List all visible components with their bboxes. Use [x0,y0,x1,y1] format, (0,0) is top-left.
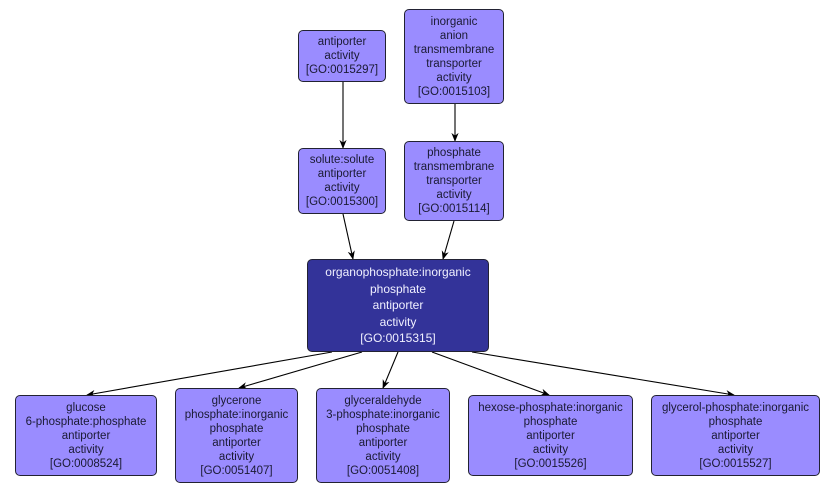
go-node-label-line: glycerol-phosphate:inorganic [661,401,810,414]
go-node-id: [GO:0051407] [200,464,273,477]
go-node-id: [GO:0008524] [49,457,123,470]
edge-GO-0015315-to-GO-0051407 [238,351,363,390]
go-node-id: [GO:0015297] [305,64,379,76]
go-node-label-line: 3-phosphate:inorganic [326,408,440,421]
go-node-label-line: activity [436,189,472,201]
go-node-id: [GO:0015526] [514,457,587,470]
go-node-label-line: transporter [426,57,482,70]
go-node-label-line: antiporter [526,429,575,442]
go-node-label-line: activity [717,443,754,456]
edge-GO-0015315-to-GO-0015526 [431,351,550,396]
go-node-id: [GO:0015114] [418,203,490,215]
go-node-label-line: anion [439,29,469,42]
go-node-label-line: transporter [426,175,482,187]
edge-GO-0015114-to-GO-0015315 [441,220,455,260]
go-node-label-line: antiporter [212,436,261,449]
go-node-label-line: phosphate [369,281,427,296]
go-node-id: [GO:0015527] [699,457,772,470]
go-node-label-line: glyceraldehyde [344,394,422,407]
go-node-label-line: 6-phosphate:phosphate [25,415,147,428]
go-node-label-line: antiporter [317,36,367,48]
go-node-label-line: phosphate [523,415,578,428]
go-node-id: [GO:0015315] [360,331,436,346]
go-node-label-line: glycerone [211,394,262,407]
go-node-go-0015300[interactable]: solute:solute antiporter activity [GO:00153… [298,148,386,214]
edge-GO-0015315-to-GO-0008524 [86,351,333,398]
go-node-label-line: hexose-phosphate:inorganic [478,401,623,414]
go-node-label-line: phosphate [356,422,410,435]
go-node-label-line: phosphate [427,147,481,159]
go-node-label-line: antiporter [372,298,424,313]
go-node-label-line: activity [365,450,401,463]
edge-GO-0015315-to-GO-0015527 [471,351,735,398]
edge-GO-0015315-to-GO-0051408 [382,351,399,389]
go-node-label-line: antiporter [358,436,408,449]
go-node-label-line: phosphate [209,422,264,435]
go-node-label-line: antiporter [317,168,367,180]
go-node-label-line: organophosphate:inorganic [325,265,471,280]
edge-GO-0015300-to-GO-0015315 [342,213,355,260]
go-node-label-line: activity [324,50,360,62]
go-node-id: [GO:0015103] [417,85,491,98]
go-node-label-line: phosphate:inorganic [184,408,289,421]
go-node-label-line: antiporter [61,429,111,442]
go-node-id: [GO:0015300] [305,196,379,208]
go-node-label-line: phosphate [708,415,763,428]
go-node-go-0015297[interactable]: antiporter activity [GO:0015297] [298,30,386,82]
go-node-go-0015114[interactable]: phosphate transmembrane transporter activit… [404,141,504,221]
go-node-label-line: activity [324,182,360,194]
go-node-id: [GO:0051408] [346,464,420,477]
go-node-label-line: activity [68,443,104,456]
go-node-label-line: antiporter [711,429,760,442]
go-node-label-line: transmembrane [413,161,495,173]
go-node-label-line: activity [218,450,255,463]
go-node-label-line: activity [436,71,472,84]
go-node-label-line: activity [532,443,569,456]
go-node-label-line: solute:solute [309,154,375,166]
go-node-label-line: transmembrane [413,43,495,56]
go-node-label-line: activity [379,314,417,329]
go-node-label-line: inorganic [430,15,478,28]
go-node-label-line: glucose [66,401,106,414]
